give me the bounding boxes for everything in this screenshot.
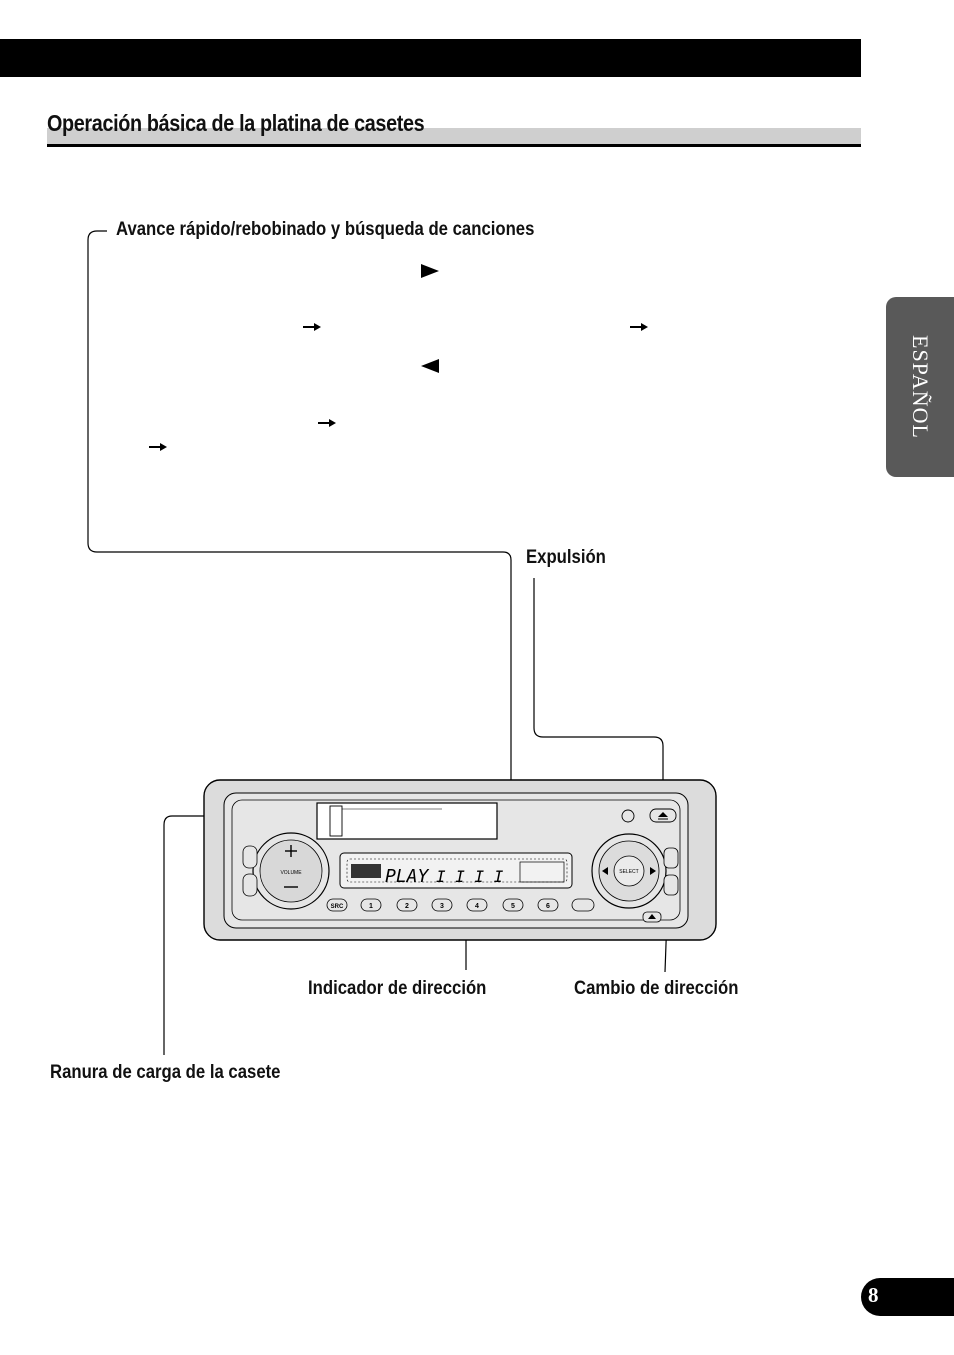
section-title: Operación básica de la platina de casete… [47, 110, 425, 136]
svg-text:SRC: SRC [331, 904, 344, 910]
preset-button-label: 5 [511, 903, 515, 910]
callout-direction-change: Cambio de dirección [574, 978, 739, 999]
direction-change-button[interactable] [663, 874, 679, 896]
page-number-tab [861, 1278, 954, 1316]
preset-button-1[interactable]: 1 [360, 898, 382, 912]
preset-button-label: 2 [405, 903, 409, 910]
right-arrow-icon[interactable] [650, 867, 656, 875]
language-tab: ESPAÑOL [886, 297, 954, 477]
preset-button-label: 1 [369, 903, 373, 910]
lcd-display: PLAY I I I I [339, 852, 573, 889]
right-arrow-icon [149, 443, 167, 451]
left-side-button[interactable] [242, 845, 258, 869]
right-arrow-icon [303, 323, 321, 331]
eject-button[interactable] [649, 808, 677, 823]
left-arrow-icon[interactable] [602, 867, 608, 875]
section-title-rule [47, 144, 861, 147]
preset-buttons: 1 2 3 4 5 6 [360, 898, 559, 912]
callout-cassette-slot: Ranura de carga de la casete [50, 1062, 281, 1083]
band-button[interactable] [571, 898, 595, 912]
language-label: ESPAÑOL [908, 335, 933, 439]
eject-icon [658, 812, 668, 817]
cassette-slot[interactable] [316, 802, 498, 840]
preset-button-3[interactable]: 3 [431, 898, 453, 912]
callout-eject: Expulsión [526, 547, 606, 568]
right-side-button[interactable] [663, 847, 679, 869]
preset-button-label: 4 [475, 903, 479, 910]
callout-fast-forward-rewind: Avance rápido/rebobinado y búsqueda de c… [116, 219, 535, 240]
preset-button-5[interactable]: 5 [502, 898, 524, 912]
select-label: SELECT [619, 869, 638, 875]
preset-button-2[interactable]: 2 [396, 898, 418, 912]
detach-icon [648, 914, 656, 919]
page-number: 8 [868, 1283, 879, 1307]
source-button[interactable]: SRC [326, 898, 348, 912]
display-text: PLAY [385, 866, 430, 887]
header-bar [0, 39, 861, 77]
stereo-unit: VOLUME PLAY I I I I SELECT [203, 779, 717, 941]
right-arrow-icon [318, 419, 336, 427]
preset-button-6[interactable]: 6 [537, 898, 559, 912]
right-arrow-icon [630, 323, 648, 331]
select-arrow-pad[interactable]: SELECT [591, 833, 667, 909]
volume-label: VOLUME [280, 870, 302, 876]
play-forward-icon [421, 264, 439, 278]
left-side-button[interactable] [242, 873, 258, 897]
play-reverse-icon [421, 359, 439, 373]
preset-button-label: 3 [440, 903, 444, 910]
svg-text:I I I I: I I I I [436, 867, 504, 886]
section-title-band [47, 128, 861, 144]
preset-button-label: 6 [546, 903, 550, 910]
volume-knob[interactable]: VOLUME [252, 832, 330, 910]
preset-button-4[interactable]: 4 [466, 898, 488, 912]
callout-direction-indicator: Indicador de dirección [308, 978, 487, 999]
